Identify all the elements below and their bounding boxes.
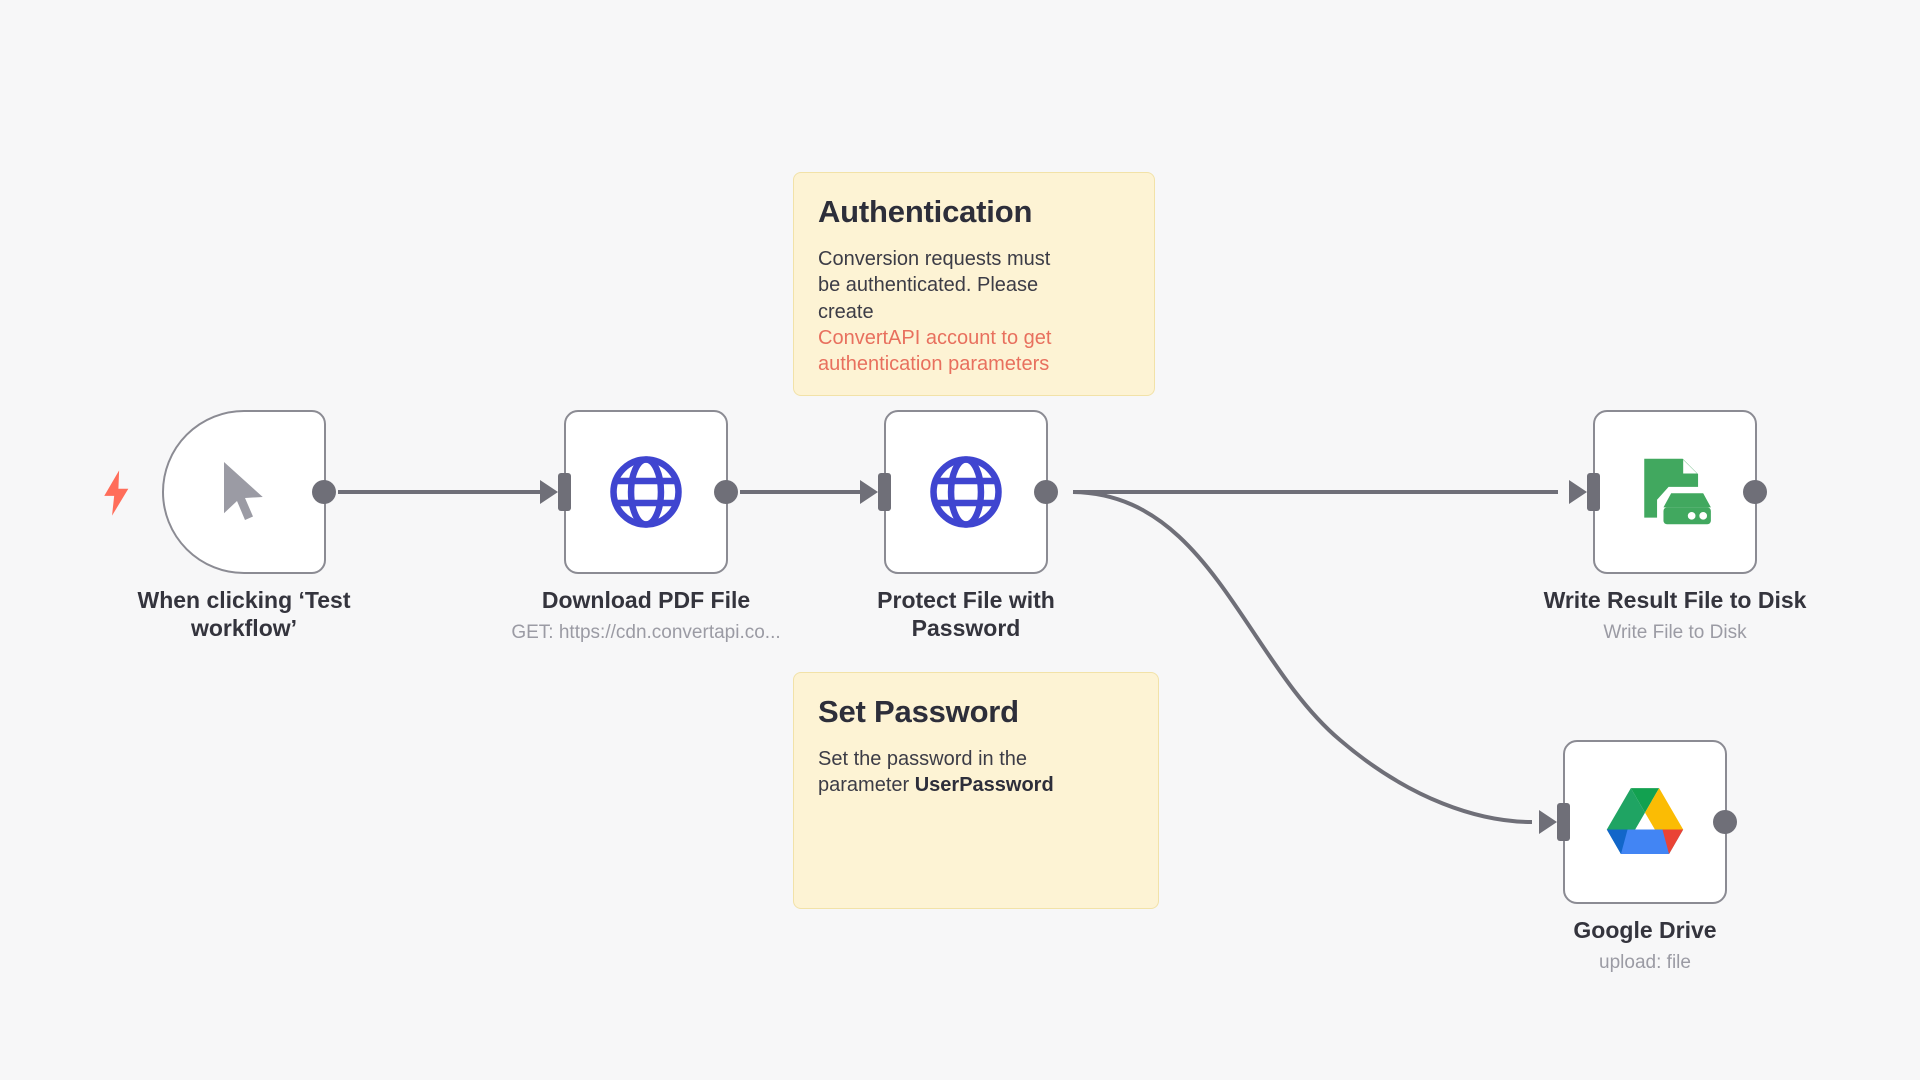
sticky-note-body: Set the password in the parameter UserPa… xyxy=(818,746,1134,799)
sticky-note-title: Authentication xyxy=(818,194,1033,229)
sticky-note-body-line-1: Conversion requests must xyxy=(818,247,1051,270)
sticky-note-body-line-2-prefix: parameter xyxy=(818,774,915,797)
node-label: Google Drive xyxy=(1573,917,1717,943)
node-when-clicking-test-workflow[interactable]: When clicking ‘Test workflow’ xyxy=(104,410,351,641)
input-arrow-icon xyxy=(1539,810,1557,834)
google-drive-icon xyxy=(1606,788,1684,855)
node-subtitle: upload: file xyxy=(1599,952,1691,973)
node-body[interactable] xyxy=(540,410,738,574)
sticky-note-authentication[interactable]: Authentication Conversion requests must … xyxy=(793,172,1155,396)
node-protect-file-with-password[interactable]: Protect File with Password xyxy=(860,410,1058,641)
sticky-note-body: Conversion requests must be authenticate… xyxy=(818,246,1130,378)
output-endpoint[interactable] xyxy=(1713,810,1737,834)
globe-icon xyxy=(610,456,682,528)
sticky-note-set-password[interactable]: Set Password Set the password in the par… xyxy=(793,672,1159,909)
sticky-note-clipped-line: authentication parameters xyxy=(818,353,1050,376)
node-label: Write Result File to Disk xyxy=(1543,587,1807,613)
input-endpoint[interactable] xyxy=(878,473,891,511)
sticky-note-body-line-2: be authenticated. Please xyxy=(818,274,1039,297)
node-body[interactable] xyxy=(860,410,1058,574)
output-endpoint[interactable] xyxy=(312,480,336,504)
file-to-disk-icon xyxy=(1644,458,1711,525)
node-google-drive[interactable]: Google Drive upload: file xyxy=(1539,740,1737,973)
node-subtitle: GET: https://cdn.convertapi.co... xyxy=(511,622,781,643)
output-endpoint[interactable] xyxy=(714,480,738,504)
input-arrow-icon xyxy=(1569,480,1587,504)
sticky-note-body-line-1: Set the password in the xyxy=(818,747,1028,770)
node-download-pdf-file[interactable]: Download PDF File GET: https://cdn.conve… xyxy=(511,410,781,643)
sticky-note-parameter-name: UserPassword xyxy=(914,774,1054,797)
cursor-pointer-icon xyxy=(224,462,263,520)
node-body[interactable] xyxy=(1569,410,1767,574)
sticky-note-body-line-3: create xyxy=(818,300,874,323)
sticky-note-title: Set Password xyxy=(818,694,1019,729)
input-arrow-icon xyxy=(860,480,878,504)
input-endpoint[interactable] xyxy=(558,473,571,511)
input-endpoint[interactable] xyxy=(1557,803,1570,841)
node-write-result-file-to-disk[interactable]: Write Result File to Disk Write File to … xyxy=(1544,410,1806,643)
input-arrow-icon xyxy=(540,480,558,504)
node-label: Download PDF File xyxy=(541,587,751,613)
node-label: When clicking ‘Test workflow’ xyxy=(137,587,351,642)
node-subtitle: Write File to Disk xyxy=(1603,622,1747,643)
input-endpoint[interactable] xyxy=(1587,473,1600,511)
output-endpoint[interactable] xyxy=(1743,480,1767,504)
node-body[interactable] xyxy=(162,410,336,574)
node-body[interactable] xyxy=(1539,740,1737,904)
node-label: Protect File with Password xyxy=(877,587,1055,642)
globe-icon xyxy=(930,456,1002,528)
output-endpoint[interactable] xyxy=(1034,480,1058,504)
sticky-note-link[interactable]: ConvertAPI account to get xyxy=(818,326,1052,349)
trigger-bolt-icon xyxy=(104,470,129,516)
